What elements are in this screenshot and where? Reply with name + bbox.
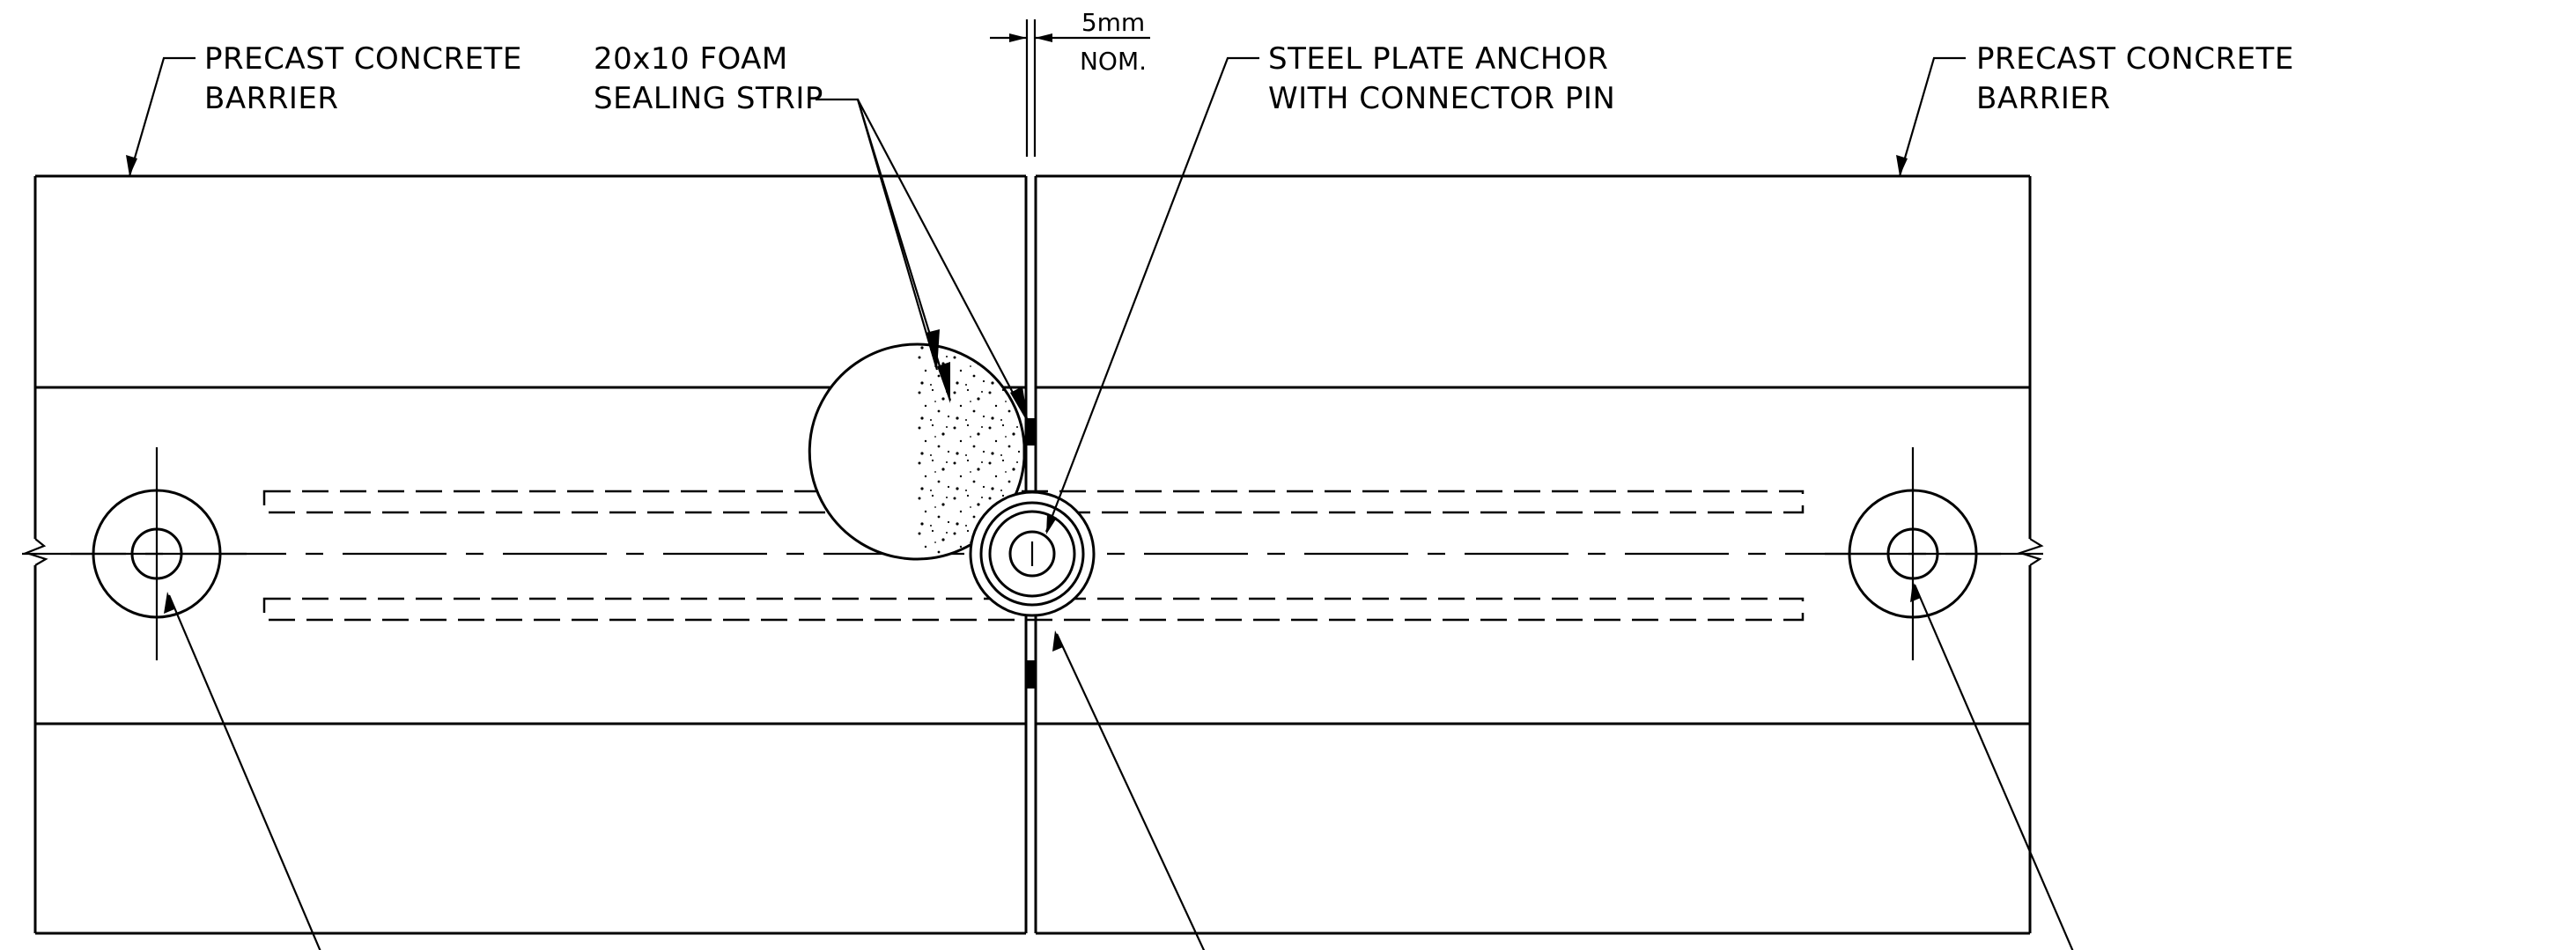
left-barrier-segment — [23, 174, 1028, 935]
dimension-value: 5mm — [1081, 8, 1145, 37]
leader-lines — [126, 56, 2074, 950]
svg-text:PRECAST CONCRETE: PRECAST CONCRETE — [1976, 41, 2294, 77]
svg-text:STEEL PLATE ANCHOR: STEEL PLATE ANCHOR — [1268, 41, 1608, 77]
svg-text:20x10 FOAM: 20x10 FOAM — [594, 41, 788, 77]
svg-text:PRECAST CONCRETE: PRECAST CONCRETE — [204, 41, 522, 77]
right-lifting-anchor — [1825, 447, 2001, 660]
svg-text:SEALING STRIP: SEALING STRIP — [594, 81, 823, 116]
label-steel-plate-anchor: STEEL PLATE ANCHOR WITH CONNECTOR PIN — [1268, 41, 1615, 116]
dimension-note: NOM. — [1080, 47, 1147, 76]
left-lifting-anchor — [70, 447, 247, 660]
joint-gap-dimension: 5mm NOM. — [990, 8, 1150, 157]
svg-text:BARRIER: BARRIER — [1976, 81, 2110, 116]
label-precast-barrier-left: PRECAST CONCRETE BARRIER — [204, 41, 522, 116]
label-precast-barrier-right: PRECAST CONCRETE BARRIER — [1976, 41, 2294, 116]
steel-plate-anchor — [969, 490, 1096, 617]
svg-text:WITH CONNECTOR PIN: WITH CONNECTOR PIN — [1268, 81, 1615, 116]
label-foam-sealing-strip: 20x10 FOAM SEALING STRIP — [594, 41, 823, 116]
svg-text:BARRIER: BARRIER — [204, 81, 338, 116]
foam-sealing-strip — [1027, 418, 1035, 689]
